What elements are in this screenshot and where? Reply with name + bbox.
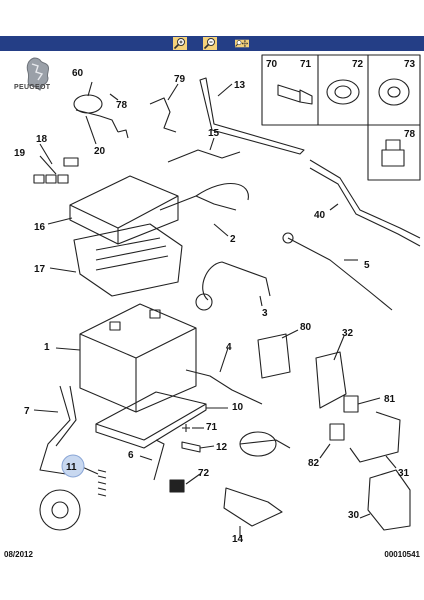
inset-label-73: 73 [404, 59, 416, 70]
label-30: 30 [348, 510, 360, 521]
inset-label-70: 70 [266, 59, 278, 70]
footer-date: 08/2012 [4, 550, 33, 559]
label-82: 82 [308, 458, 320, 469]
part-79-bracket [149, 97, 177, 133]
part-71-bolt [182, 424, 190, 432]
label-6: 6 [128, 450, 134, 461]
part-11-spring [97, 469, 107, 497]
label-11-highlight: 11 [61, 454, 85, 478]
part-16-fusebox [69, 175, 179, 245]
part-40-bar [309, 159, 421, 239]
label-60: 60 [72, 68, 84, 79]
part-5-cable [287, 237, 393, 311]
label-1: 1 [44, 342, 50, 353]
label-7: 7 [24, 406, 30, 417]
inset-box-bottom [367, 124, 421, 181]
part-72-pad [169, 479, 185, 493]
label-31: 31 [398, 468, 410, 479]
part-4-cable [185, 369, 263, 405]
label-20: 20 [94, 146, 106, 157]
part-14-bracket [223, 487, 283, 527]
part-32-support [315, 351, 347, 409]
part-31-bracket [349, 411, 401, 463]
part-30-bracket [367, 469, 411, 531]
part-18-clip [63, 157, 79, 167]
part-6-strap [153, 439, 165, 481]
label-40: 40 [314, 210, 326, 221]
label-71: 71 [206, 422, 218, 433]
part-7-harness [39, 385, 71, 475]
part-3-cable [202, 261, 271, 301]
label-3: 3 [262, 308, 268, 319]
brand-name: PEUGEOT [14, 84, 51, 91]
label-81: 81 [384, 394, 396, 405]
part-81-clip [343, 395, 359, 413]
label-80: 80 [300, 322, 312, 333]
label-16: 16 [34, 222, 46, 233]
nut-icon [326, 79, 360, 105]
part-15-harness [167, 149, 241, 163]
label-4: 4 [226, 342, 232, 353]
inset-label-78: 78 [404, 129, 416, 140]
label-78: 78 [116, 100, 128, 111]
label-10: 10 [232, 402, 244, 413]
inset-box-top [261, 54, 421, 126]
washer-icon [378, 78, 410, 106]
label-18: 18 [36, 134, 48, 145]
part-80-bracket [257, 333, 291, 379]
zoom-move-icon[interactable] [230, 36, 254, 51]
part-12-bolt [181, 441, 201, 453]
label-32: 32 [342, 328, 354, 339]
alternator [39, 489, 81, 531]
clip-icon [381, 139, 405, 167]
label-15: 15 [208, 128, 220, 139]
inset-label-72: 72 [352, 59, 364, 70]
label-5: 5 [364, 260, 370, 271]
inset-label-71: 71 [300, 59, 312, 70]
label-12: 12 [216, 442, 228, 453]
part-17-fuseboard [73, 223, 183, 297]
label-11: 11 [66, 462, 77, 473]
label-14: 14 [232, 534, 244, 545]
peugeot-lion-logo [26, 57, 50, 91]
starter-motor [239, 431, 277, 457]
part-2-wiring [159, 195, 237, 211]
part-1-battery [79, 303, 197, 413]
zoom-out-icon[interactable] [198, 36, 222, 51]
label-2: 2 [230, 234, 236, 245]
toolbar [0, 36, 424, 51]
label-79: 79 [174, 74, 186, 85]
label-72: 72 [198, 468, 210, 479]
part-13-bar [199, 77, 305, 155]
zoom-in-icon[interactable] [168, 36, 192, 51]
label-13: 13 [234, 80, 246, 91]
label-17: 17 [34, 264, 46, 275]
label-19: 19 [14, 148, 26, 159]
footer-reference: 00010541 [384, 550, 420, 559]
